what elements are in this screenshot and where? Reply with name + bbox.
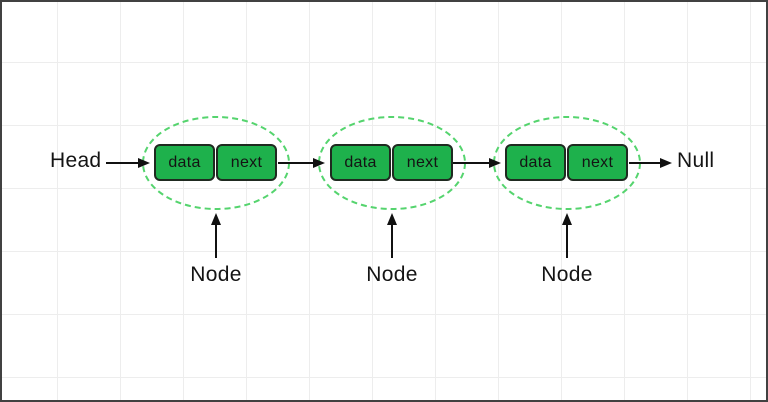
node-2-next-field: next xyxy=(392,144,453,181)
node-record-2: data next xyxy=(330,144,453,181)
head-label: Head xyxy=(50,149,102,172)
node-3-data-field: data xyxy=(505,144,566,181)
node-caption-2: Node xyxy=(366,263,418,286)
null-label: Null xyxy=(677,149,715,172)
node-caption-3: Node xyxy=(541,263,593,286)
node-record-1: data next xyxy=(154,144,277,181)
node-2-data-field: data xyxy=(330,144,391,181)
node-3-next-field: next xyxy=(567,144,628,181)
node-record-3: data next xyxy=(505,144,628,181)
node-caption-1: Node xyxy=(190,263,242,286)
node-1-next-field: next xyxy=(216,144,277,181)
node-1-data-field: data xyxy=(154,144,215,181)
